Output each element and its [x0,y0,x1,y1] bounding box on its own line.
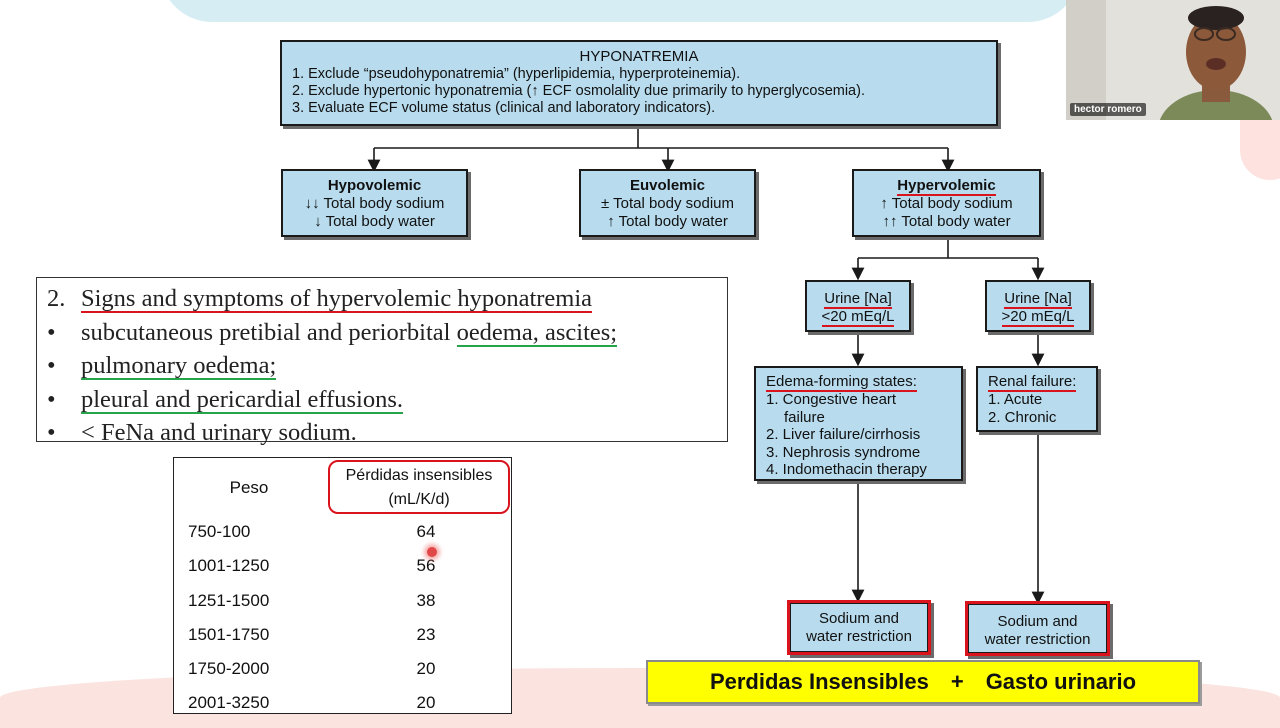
urine-na-high-box: Urine [Na] >20 mEq/L [985,280,1091,332]
table-row: 1750-2000 20 [174,653,513,687]
edema-item-1: 1. Congestive heart [766,391,897,408]
hyponatremia-title: HYPONATREMIA [579,48,699,65]
table-row: 1501-1750 23 [174,619,513,653]
signs-row-4-text: pleural and pericardial effusions. [81,383,404,414]
table-row: 1001-1250 56 [174,550,513,584]
urine-na-low-box: Urine [Na] <20 mEq/L [805,280,911,332]
renal-item-2: 2. Chronic [988,409,1057,426]
laser-pointer-icon [427,547,437,557]
insensible-losses-table: Peso Pérdidas insensibles (mL/K/d) 750-1… [173,457,512,714]
formula-left: Perdidas Insensibles [709,669,929,694]
formula-plus: + [950,669,964,694]
signs-symptoms-box: 2. Signs and symptoms of hypervolemic hy… [36,277,728,446]
signs-row-2-text: subcutaneous pretibial and periorbital [81,318,457,346]
signs-row-2-underlined: oedema, ascites; [456,316,618,347]
table-cell-valor: 56 [416,556,436,575]
hyponatremia-step-3: 3. Evaluate ECF volume status (clinical … [292,100,716,116]
table-header-peso: Peso [229,478,269,497]
table-cell-valor: 20 [416,659,436,678]
urine-na-high-value: >20 mEq/L [1001,308,1075,327]
urine-na-high-label: Urine [Na] [1004,290,1072,309]
signs-row-1-number: 2. [47,285,66,312]
edema-forming-title: Edema-forming states: [766,373,917,392]
table-row: 1251-1500 38 [174,585,513,619]
table-cell-peso: 1251-1500 [188,591,270,610]
signs-row-3-text: pulmonary oedema; [81,349,277,380]
signs-row-3-bullet: • [47,352,56,379]
result-left-line-1: Sodium and [818,610,900,627]
hypervolemic-line-1: ↑ Total body sodium [880,195,1013,212]
formula-banner: Perdidas Insensibles + Gasto urinario [646,660,1200,704]
table-cell-valor: 23 [416,625,436,644]
table-cell-peso: 750-100 [188,522,251,541]
signs-row-4-bullet: • [47,385,56,413]
urine-na-low-label: Urine [Na] [824,290,892,309]
formula-right: Gasto urinario [985,669,1137,694]
decorative-banner-top [160,0,1080,22]
hypovolemic-box: Hypovolemic ↓↓ Total body sodium ↓ Total… [281,169,468,237]
table-row: 750-100 64 [174,516,513,550]
table-row: 2001-3250 20 [174,687,513,721]
hypovolemic-title: Hypovolemic [327,177,422,194]
table-cell-peso: 2001-3250 [188,693,270,712]
hyponatremia-step-1: 1. Exclude “pseudohyponatremia” (hyperli… [292,66,741,82]
table-header-perdidas-line-1: Pérdidas insensibles [345,467,493,484]
signs-row-2-bullet: • [47,318,56,346]
hypervolemic-line-2: ↑↑ Total body water [882,213,1011,230]
hypervolemic-title: Hypervolemic [897,177,996,196]
hyponatremia-box: HYPONATREMIA 1. Exclude “pseudohyponatre… [280,40,998,126]
edema-item-3: 3. Nephrosis syndrome [766,443,921,461]
urine-na-low-value: <20 mEq/L [821,308,895,327]
renal-item-1: 1. Acute [988,391,1043,408]
euvolemic-line-1: ± Total body sodium [600,195,735,212]
signs-row-5-text: < FeNa and urinary sodium. [81,419,357,446]
participant-video-icon [1066,0,1280,120]
result-right-line-1: Sodium and [997,613,1078,630]
table-cell-peso: 1501-1750 [188,625,270,644]
table-cell-valor: 20 [416,693,436,712]
table-cell-peso: 1001-1250 [188,556,270,575]
signs-heading: Signs and symptoms of hypervolemic hypon… [81,282,593,313]
table-cell-valor: 64 [416,522,436,541]
table-cell-valor: 38 [416,591,436,610]
hypovolemic-line-1: ↓↓ Total body sodium [304,195,445,212]
edema-item-1-cont: failure [784,408,825,426]
renal-failure-box: Renal failure: 1. Acute 2. Chronic [976,366,1098,432]
result-box-left: Sodium and water restriction [787,600,931,655]
participant-name-label: hector romero [1070,103,1146,116]
result-right-line-2: water restriction [984,631,1091,648]
webcam-video-tile[interactable]: hector romero [1066,0,1280,120]
table-cell-peso: 1750-2000 [188,659,270,678]
euvolemic-box: Euvolemic ± Total body sodium ↑ Total bo… [579,169,756,237]
euvolemic-title: Euvolemic [629,177,706,194]
hypervolemic-box: Hypervolemic ↑ Total body sodium ↑↑ Tota… [852,169,1041,237]
edema-item-2: 2. Liver failure/cirrhosis [766,426,921,443]
signs-row-5-bullet: • [47,419,56,446]
hypovolemic-line-2: ↓ Total body water [314,213,435,230]
result-box-right: Sodium and water restriction [965,601,1110,656]
result-left-line-2: water restriction [806,628,912,645]
renal-failure-title: Renal failure: [988,373,1077,392]
table-header-perdidas: Pérdidas insensibles (mL/K/d) [328,460,510,514]
euvolemic-line-2: ↑ Total body water [607,213,728,230]
edema-item-4: 4. Indomethacin therapy [766,461,927,478]
hyponatremia-step-2: 2. Exclude hypertonic hyponatremia (↑ EC… [292,83,865,99]
table-header-perdidas-line-2: (mL/K/d) [388,491,450,508]
edema-forming-box: Edema-forming states: 1. Congestive hear… [754,366,963,481]
